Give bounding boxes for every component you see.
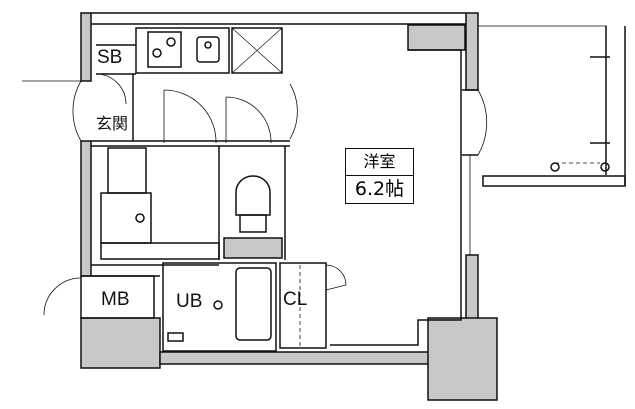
label-closet: CL [283, 289, 308, 310]
label-unit-bath: UB [176, 291, 203, 312]
column-bottom-right [427, 317, 498, 401]
western-room-size: 6.2帖 [354, 178, 405, 200]
walls [80, 12, 498, 401]
stove [147, 31, 182, 68]
western-room-label: 洋室 6.2帖 [345, 148, 414, 204]
label-meter-box: MB [101, 289, 130, 310]
label-shoe-box: SB [97, 47, 123, 68]
fridge-space [231, 27, 283, 74]
sink [196, 36, 220, 63]
lower-left-wall-block [80, 317, 161, 369]
western-room-name: 洋室 [346, 149, 413, 176]
column-top-right [407, 24, 466, 51]
label-entrance: 玄関 [96, 116, 129, 133]
bathtub [235, 267, 272, 341]
